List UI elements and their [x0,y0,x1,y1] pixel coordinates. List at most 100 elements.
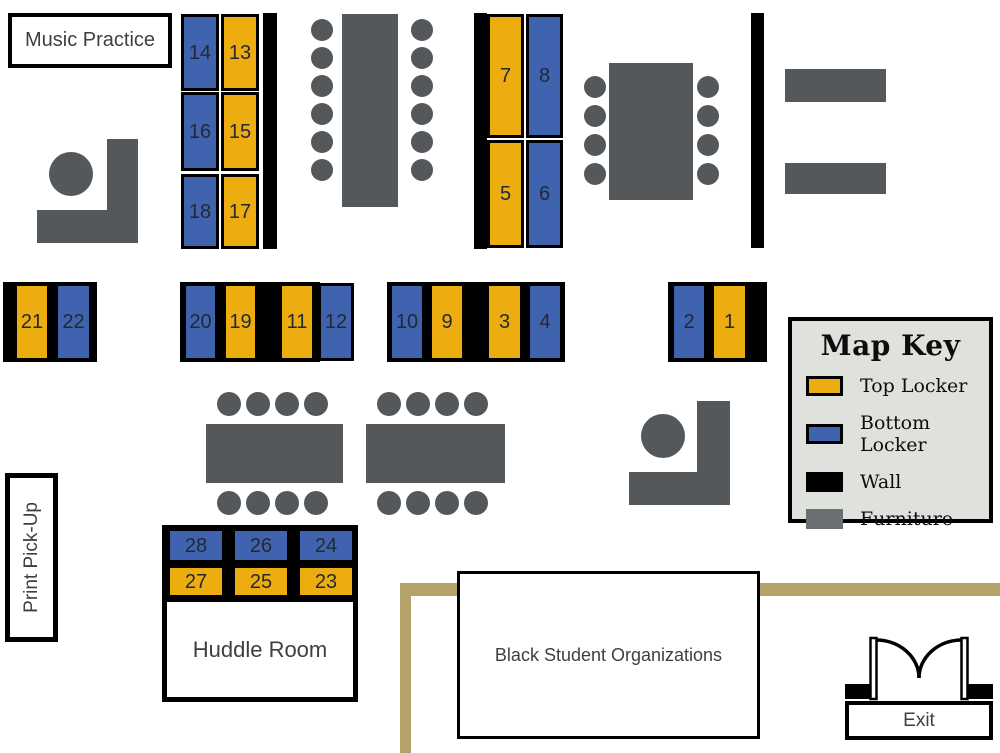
legend-label: Top Locker [860,375,968,397]
legend-swatch-furniture [806,509,843,529]
chair [697,76,719,98]
chair [411,75,433,97]
locker-12: 12 [318,283,354,361]
legend-swatch-top [806,376,843,396]
locker-24: 24 [297,528,355,563]
legend-swatch-wall [806,472,843,492]
chair [311,131,333,153]
table [342,14,398,207]
chair [411,47,433,69]
chair [377,491,401,515]
table [609,63,693,200]
room-print-pickup: Print Pick-Up [5,473,58,642]
chair [406,392,430,416]
chair [311,75,333,97]
chair [304,491,328,515]
locker-3: 3 [486,283,523,361]
chair [406,491,430,515]
locker-21: 21 [14,283,50,361]
room-label-exit: Exit [903,709,935,731]
locker-14: 14 [181,14,219,91]
room-label-black-student-organizations: Black Student Organizations [494,644,723,665]
desk-surface [629,472,730,505]
legend-label: Wall [860,471,902,493]
chair [275,491,299,515]
locker-10: 10 [389,283,425,361]
chair [584,163,606,185]
chair [304,392,328,416]
wall-segment [751,13,764,248]
chair [411,131,433,153]
legend-swatch-bottom [806,424,843,444]
table [206,424,343,483]
chair [584,76,606,98]
desk-surface [37,210,138,243]
locker-16: 16 [181,92,219,171]
chair [246,392,270,416]
legend-label: Furniture [860,508,954,530]
exit-door-icon [845,636,993,701]
locker-20: 20 [183,283,218,361]
locker-15: 15 [221,92,259,171]
chair [411,103,433,125]
desk-chair [641,414,685,458]
desk-chair [49,152,93,196]
room-huddle-room: Huddle Room [162,597,358,702]
locker-9: 9 [429,283,465,361]
chair [584,134,606,156]
table [366,424,505,483]
locker-22: 22 [55,283,92,361]
chair [464,392,488,416]
room-exit: Exit [845,701,993,740]
locker-2: 2 [671,283,707,361]
legend-item-furniture: Furniture [806,508,989,530]
locker-11: 11 [279,283,315,361]
chair [411,19,433,41]
legend-label: Bottom Locker [860,412,931,456]
chair [464,491,488,515]
locker-4: 4 [527,283,563,361]
chair [217,491,241,515]
wall-segment [474,13,487,249]
room-black-student-organizations: Black Student Organizations [457,571,760,739]
locker-23: 23 [297,565,355,598]
chair [697,163,719,185]
room-label-huddle-room: Huddle Room [192,636,328,662]
chair [697,134,719,156]
locker-19: 19 [223,283,258,361]
furniture-shelf [785,163,886,194]
chair [275,392,299,416]
chair [697,105,719,127]
locker-5: 5 [487,140,524,248]
chair [311,47,333,69]
chair [217,392,241,416]
legend-item-top: Top Locker [806,375,989,397]
locker-6: 6 [526,140,563,248]
room-label-print-pickup: Print Pick-Up [20,502,42,613]
legend-item-wall: Wall [806,471,989,493]
chair [311,19,333,41]
chair [377,392,401,416]
chair [584,105,606,127]
locker-28: 28 [167,528,225,563]
locker-26: 26 [232,528,290,563]
chair [311,103,333,125]
locker-25: 25 [232,565,290,598]
locker-8: 8 [526,14,563,138]
chair [246,491,270,515]
chair [411,159,433,181]
locker-17: 17 [221,174,259,249]
room-music-practice: Music Practice [8,13,172,68]
wall-segment [263,13,277,249]
chair [311,159,333,181]
map-key-title: Map Key [820,329,961,362]
chair [435,491,459,515]
legend-item-bottom: Bottom Locker [806,412,989,456]
locker-7: 7 [487,14,524,138]
chair [435,392,459,416]
room-label-music-practice: Music Practice [24,29,156,51]
locker-13: 13 [221,14,259,91]
